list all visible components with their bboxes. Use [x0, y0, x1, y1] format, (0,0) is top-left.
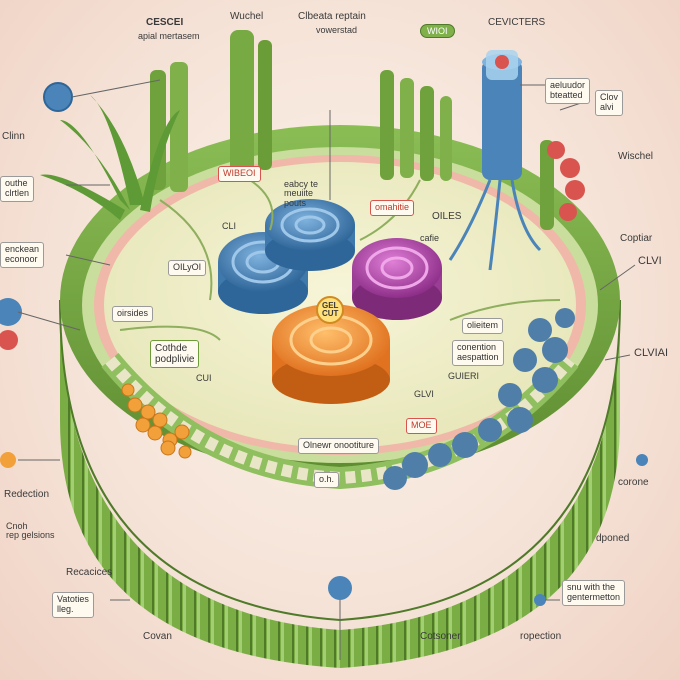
leaf-cluster — [40, 95, 180, 220]
label-recacices: Recacices — [66, 567, 113, 578]
label-clinn: Clinn — [2, 131, 25, 142]
box-top-right: aeluudor bteatted — [545, 78, 591, 104]
label-redection: Redection — [4, 489, 50, 500]
label-dponed: dponed — [596, 533, 630, 544]
box-cothde: Cothde podplivie — [150, 340, 200, 368]
cylinder-organelle — [448, 50, 542, 271]
label-glvi: GLVI — [414, 389, 434, 399]
badge-wioi: WIOI — [420, 24, 455, 38]
label-wischel: Wischel — [618, 151, 654, 162]
label-oiles: OILES — [432, 211, 462, 222]
label-coptiar: Coptiar — [620, 233, 653, 244]
box-olietem: olieitem — [462, 318, 504, 334]
label-corone: corone — [618, 477, 649, 488]
vacuole-band — [383, 308, 575, 490]
organelle-teal — [265, 199, 355, 271]
box-clov: Clov alvi — [595, 90, 624, 116]
box-enckean: enckean econoor — [0, 242, 45, 268]
box-oilyor: OILyOI — [168, 260, 207, 276]
label-clvl: CLVI — [638, 255, 662, 267]
leader-lines — [17, 79, 636, 660]
label-ropection: ropection — [520, 631, 562, 642]
label-top-wuchel: Wuchel — [230, 11, 264, 22]
red-organelles-right — [547, 141, 585, 221]
label-top-center-title: Clbeata reptain — [298, 11, 366, 22]
label-gelcut: GEL CUT — [322, 301, 339, 319]
organelle-purple — [352, 238, 442, 320]
label-cafe: cafie — [420, 233, 440, 243]
label-clviai: CLVIAI — [634, 347, 669, 359]
box-omahitie: omahitie — [370, 200, 415, 216]
box-snu: snu with the gentermetton — [562, 580, 626, 606]
label-covan: Covan — [143, 631, 172, 642]
label-cotsoner: Cotsoner — [420, 631, 461, 642]
box-vatoties: Vatoties lleg. — [52, 592, 94, 618]
label-eabcy: eabcy te meuiite pouts — [284, 179, 319, 208]
box-conention: conention aespattion — [452, 340, 504, 366]
box-moe: MOE — [406, 418, 437, 434]
orange-granules — [121, 383, 192, 459]
box-oirsides: oirsides — [112, 306, 154, 322]
box-wibeor: WIBEOI — [218, 166, 261, 182]
label-top-right-title: CEVICTERS — [488, 17, 546, 28]
label-top-left-sub: apial mertasem — [138, 31, 200, 41]
box-outhe: outhe clrtlen — [0, 176, 35, 202]
box-olh: o.h. — [314, 472, 340, 488]
label-cui: CUI — [196, 373, 212, 383]
label-top-center-sub: vowerstad — [316, 25, 358, 35]
label-guieri: GUIERI — [448, 371, 480, 381]
label-cnoh: Cnoh rep gelsions — [6, 521, 55, 541]
label-top-left-title: CESCEI — [146, 17, 184, 28]
center-marker — [316, 296, 344, 324]
box-olnewr: Olnewr onootiture — [298, 438, 380, 454]
label-cli: CLI — [222, 221, 237, 231]
organelle-orange — [272, 304, 390, 404]
